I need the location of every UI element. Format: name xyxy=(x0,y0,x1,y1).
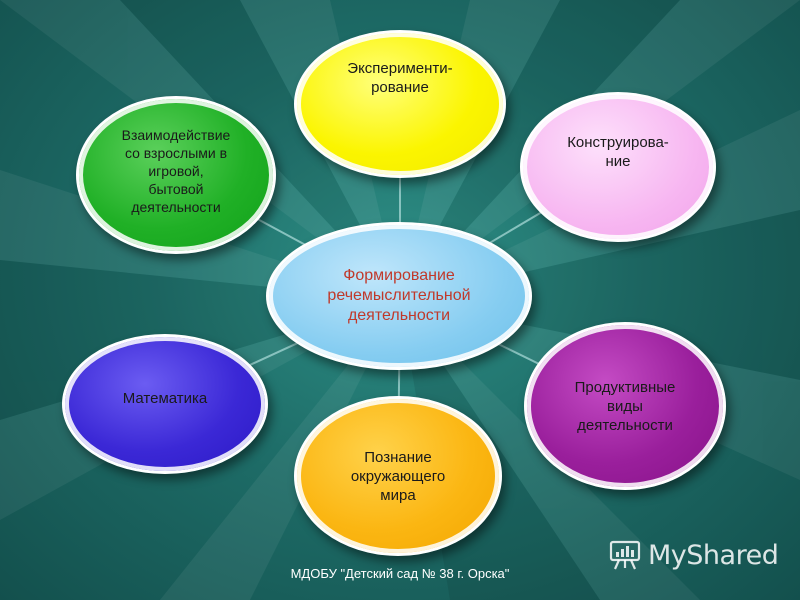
presentation-board-icon xyxy=(609,540,641,570)
footer-caption: МДОБУ "Детский сад № 38 г. Орска" xyxy=(290,566,510,581)
node-productive-label: Продуктивные виды деятельности xyxy=(574,378,676,434)
node-constructing-label: Конструирова- ние xyxy=(567,134,669,170)
node-experimenting-label: Эксперименти- рование xyxy=(347,60,453,96)
node-interaction: Взаимодействие со взрослыми в игровой, б… xyxy=(76,96,276,254)
node-math: Математика xyxy=(62,334,268,474)
node-math-label: Математика xyxy=(122,389,208,407)
node-productive: Продуктивные виды деятельности xyxy=(524,322,726,490)
node-constructing: Конструирова- ние xyxy=(520,92,716,242)
node-cognition: Познание окружающего мира xyxy=(294,396,502,556)
node-experimenting: Эксперименти- рование xyxy=(294,30,506,178)
watermark-text: MyShared xyxy=(648,539,779,571)
node-cognition-label: Познание окружающего мира xyxy=(350,448,446,504)
center-node: Формирование речемыслительной деятельнос… xyxy=(266,222,532,370)
center-node-label: Формирование речемыслительной деятельнос… xyxy=(327,267,471,324)
node-interaction-label: Взаимодействие со взрослыми в игровой, б… xyxy=(121,127,231,215)
watermark: MyShared xyxy=(608,536,788,574)
